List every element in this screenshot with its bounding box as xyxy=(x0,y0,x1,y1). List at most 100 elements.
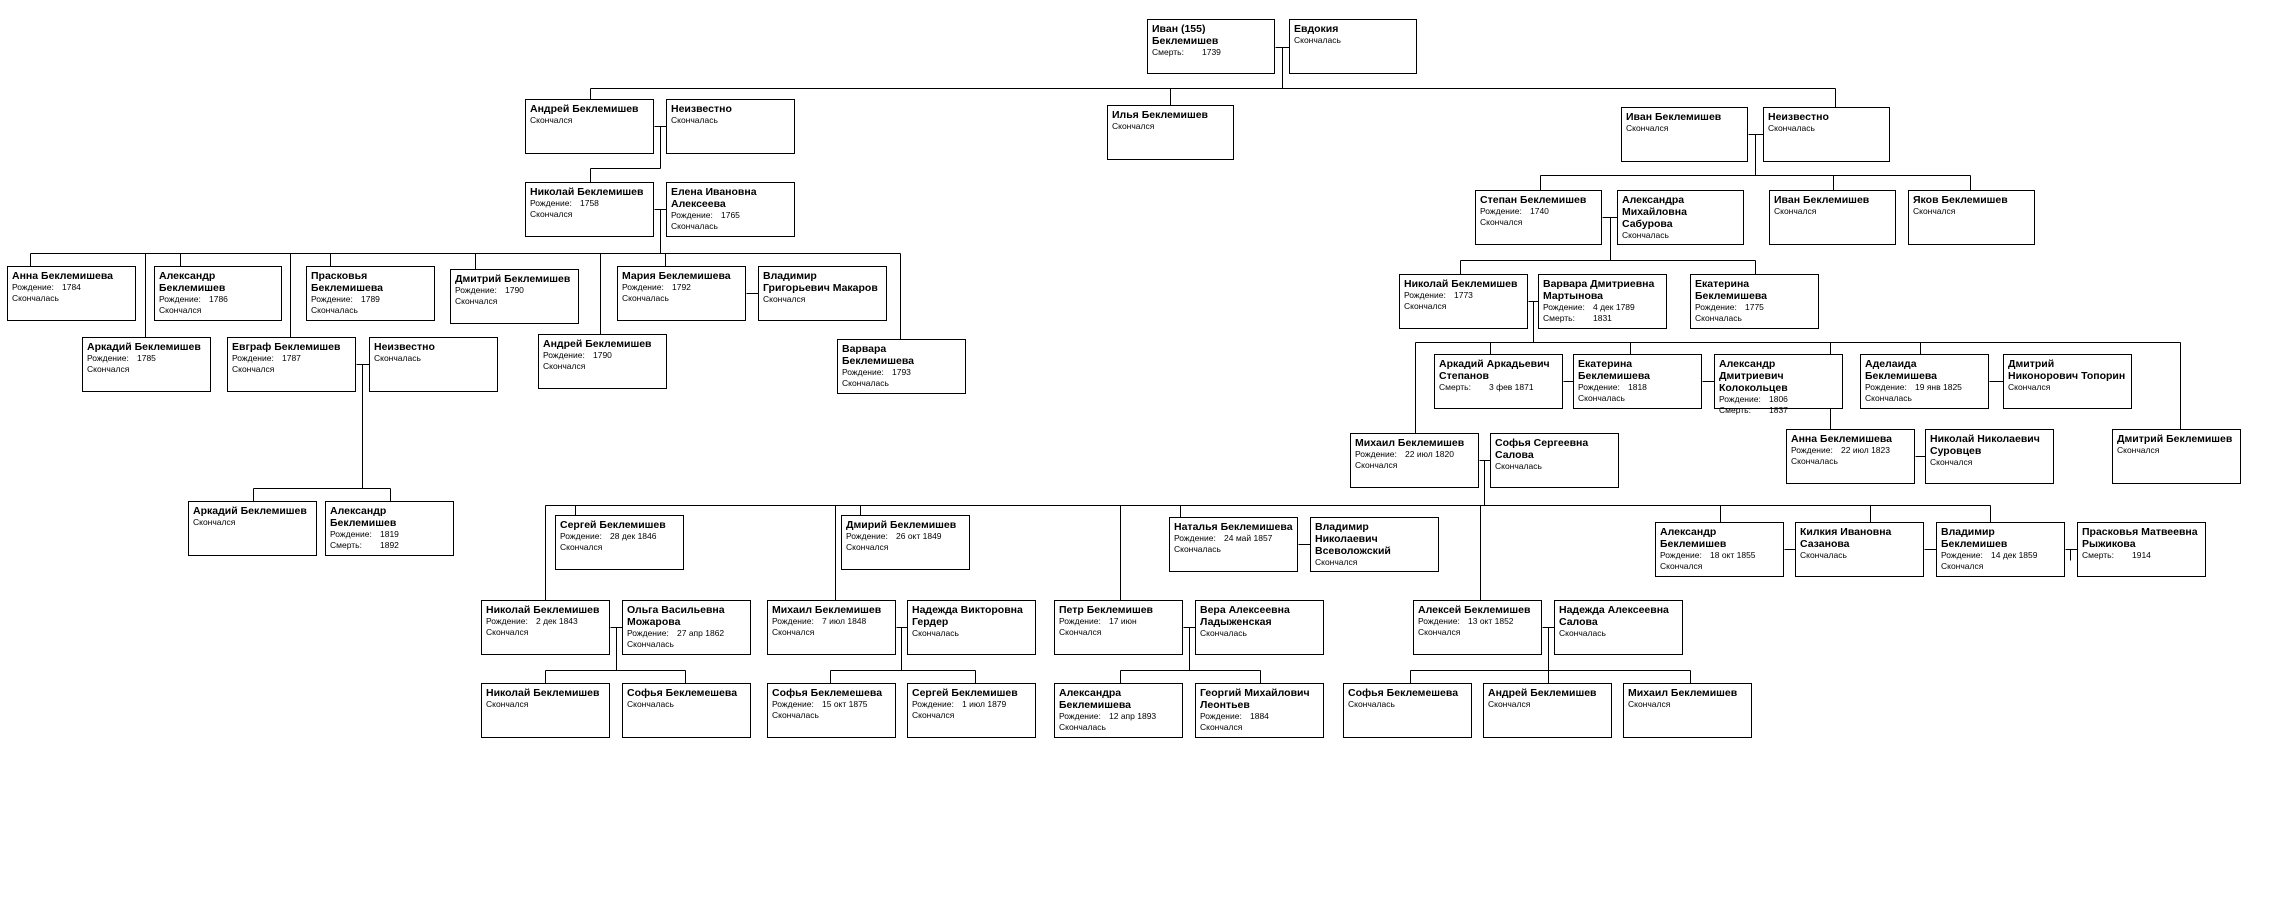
detail-value: 1790 xyxy=(593,350,612,360)
person-name: Яков Беклемишев xyxy=(1913,194,2008,206)
detail-label: Скончался xyxy=(772,627,815,637)
detail-label: Рождение: xyxy=(1695,302,1737,312)
person-name: Владимир Беклемишев xyxy=(1941,526,2008,550)
person-detail: Смерть:3 фев 1871 xyxy=(1439,382,1558,393)
person-detail: Скончался xyxy=(1913,206,2030,217)
person-detail: Рождение:1792 xyxy=(622,282,741,293)
detail-label: Скончалась xyxy=(912,628,959,638)
person-detail: Рождение:22 июл 1823 xyxy=(1791,445,1910,456)
person-detail: Скончался xyxy=(486,627,605,638)
person-detail: Скончалась xyxy=(671,115,790,126)
detail-label: Скончалась xyxy=(1695,313,1742,323)
person-detail: Скончалась xyxy=(1578,393,1697,404)
person-detail: Скончался xyxy=(1418,627,1537,638)
person-name: Петр Беклемишев xyxy=(1059,604,1153,616)
person-name: Надежда Викторовна Гердер xyxy=(912,604,1023,628)
detail-label: Скончалась xyxy=(1348,699,1395,709)
person-detail: Рождение:1884 xyxy=(1200,711,1319,722)
detail-label: Рождение: xyxy=(1200,711,1242,721)
person-detail: Скончался xyxy=(455,296,574,307)
detail-label: Скончался xyxy=(232,364,275,374)
person-detail: Рождение:13 окт 1852 xyxy=(1418,616,1537,627)
detail-value: 1740 xyxy=(1530,206,1549,216)
detail-label: Рождение: xyxy=(330,529,372,539)
detail-label: Смерть: xyxy=(330,540,362,550)
person-name: Дмитрий Беклемишев xyxy=(2117,433,2233,445)
person-name: Степан Беклемишев xyxy=(1480,194,1587,206)
detail-label: Рождение: xyxy=(232,353,274,363)
detail-label: Скончался xyxy=(1404,301,1447,311)
person-detail: Скончался xyxy=(530,209,649,220)
person-name: Александр Беклемишев xyxy=(330,505,397,529)
person-name: Иван Беклемишев xyxy=(1626,111,1722,123)
person-name: Иван (155) Беклемишев xyxy=(1152,23,1219,47)
person-name: Сергей Беклемишев xyxy=(912,687,1018,699)
person-detail: Рождение:12 апр 1893 xyxy=(1059,711,1178,722)
